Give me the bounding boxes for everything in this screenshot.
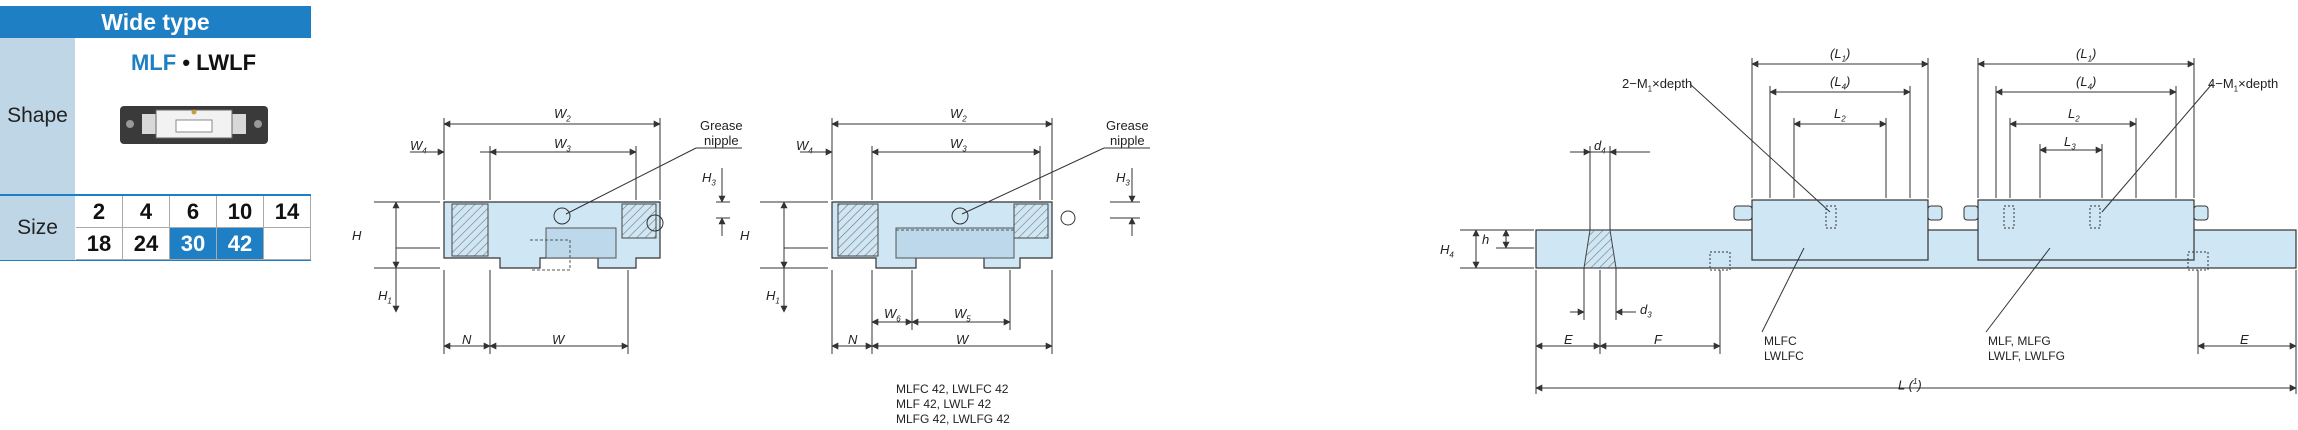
dim-h1-2: H1 bbox=[766, 288, 780, 306]
dim-h3-2: H3 bbox=[1116, 170, 1130, 188]
model-separator: • bbox=[182, 50, 191, 75]
dim-l2-b: L2 bbox=[2068, 106, 2080, 124]
model-names: MLF • LWLF bbox=[76, 50, 311, 76]
shape-label: Shape bbox=[0, 38, 76, 194]
size-cell: 10 bbox=[217, 196, 264, 228]
size-cell-highlighted: 30 bbox=[170, 228, 217, 260]
dim-w2-2: W2 bbox=[950, 106, 967, 124]
size-grid: 2 4 6 10 14 18 24 30 42 bbox=[76, 196, 311, 260]
label-mlf: MLF, MLFG LWLF, LWLFG bbox=[1988, 334, 2065, 363]
dim-f: F bbox=[1654, 332, 1662, 347]
size-cell: 2 bbox=[76, 196, 123, 228]
dim-e: E bbox=[1564, 332, 1573, 347]
dim-h3: H3 bbox=[702, 170, 716, 188]
shape-cell: MLF • LWLF bbox=[76, 38, 311, 194]
dim-n-2: N bbox=[848, 332, 858, 347]
dim-w4-2: W4 bbox=[796, 138, 813, 156]
grease-nipple-label: Grease nipple bbox=[700, 118, 743, 148]
caption-line: MLFC 42, LWLFC 42 bbox=[896, 382, 1009, 396]
size-label: Size bbox=[0, 196, 76, 260]
caption-line: MLFG 42, LWLFG 42 bbox=[896, 412, 1010, 426]
spec-table: Wide type Shape MLF • LWLF Size 2 4 bbox=[0, 6, 311, 261]
shape-row: Shape MLF • LWLF bbox=[0, 38, 311, 194]
dim-h4: H4 bbox=[1440, 242, 1454, 260]
size-cell: 4 bbox=[123, 196, 170, 228]
size-cell: 6 bbox=[170, 196, 217, 228]
dim-w6: W6 bbox=[884, 306, 901, 324]
dim-l1: (L1) bbox=[1830, 46, 1851, 64]
dim-h-small: h bbox=[1482, 232, 1490, 247]
dim-d3: d3 bbox=[1640, 302, 1652, 320]
size-row: Size 2 4 6 10 14 18 24 30 42 bbox=[0, 194, 311, 261]
dim-d4: d4 bbox=[1594, 138, 1606, 156]
size-cell: 24 bbox=[123, 228, 170, 260]
dim-w2: W2 bbox=[554, 106, 571, 124]
note-2m: 2−M1×depth bbox=[1622, 76, 1693, 94]
shape-illustration bbox=[120, 106, 268, 144]
model-lwlf: LWLF bbox=[196, 50, 257, 75]
size-cell-empty bbox=[264, 228, 311, 260]
dim-l4: (L4) bbox=[1830, 74, 1851, 92]
dim-w: W bbox=[552, 332, 565, 347]
dim-l2: L2 bbox=[1834, 106, 1846, 124]
rail-side-view bbox=[1535, 199, 2297, 271]
dim-l4-b: (L4) bbox=[2076, 74, 2097, 92]
model-mlf: MLF bbox=[130, 50, 177, 75]
dim-l-total: L (1) bbox=[1898, 377, 1922, 393]
dim-h-2: H bbox=[740, 228, 750, 243]
caption-line: MLF 42, LWLF 42 bbox=[896, 397, 992, 411]
size-cell: 18 bbox=[76, 228, 123, 260]
table-header: Wide type bbox=[0, 6, 311, 38]
dim-w3-2: W3 bbox=[950, 136, 967, 154]
dim-l3: L3 bbox=[2064, 134, 2076, 152]
block-2-body bbox=[831, 201, 1076, 269]
label-mlfc: MLFC LWLFC bbox=[1764, 334, 1804, 363]
dim-l1-b: (L1) bbox=[2076, 46, 2097, 64]
model-caption: MLFC 42, LWLFC 42 MLF 42, LWLF 42 MLFG 4… bbox=[896, 382, 1010, 427]
dim-h1: H1 bbox=[378, 288, 392, 306]
dim-h: H bbox=[352, 228, 362, 243]
grease-nipple-label-2: Grease nipple bbox=[1106, 118, 1149, 148]
note-4m: 4−M1×depth bbox=[2208, 76, 2279, 94]
dim-w3: W3 bbox=[554, 136, 571, 154]
block-1-body bbox=[443, 201, 664, 271]
size-cell: 14 bbox=[264, 196, 311, 228]
dim-w5: W5 bbox=[954, 306, 971, 324]
size-cell-highlighted: 42 bbox=[217, 228, 264, 260]
dim-w4: W4 bbox=[410, 138, 427, 156]
dim-w-2: W bbox=[956, 332, 969, 347]
dim-e-2: E bbox=[2240, 332, 2249, 347]
dim-n: N bbox=[462, 332, 472, 347]
